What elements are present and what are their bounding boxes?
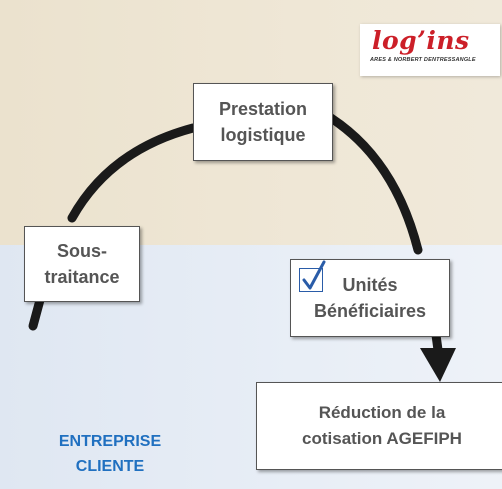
reduction-cotisation-box: Réduction de la cotisation AGEFIPH [256, 382, 502, 470]
reduction-line-1: Réduction de la [318, 403, 446, 422]
unites-line-2: Bénéficiaires [313, 301, 427, 321]
arc-right-segment [326, 113, 423, 255]
unites-line-1: Unités [342, 275, 398, 295]
prestation-line-2: logistique [220, 125, 306, 145]
company-logo: log’ins ARES & NORBERT DENTRESSANGLE [360, 24, 500, 76]
unites-beneficiaires-box: Unités Bénéficiaires [290, 259, 450, 337]
sous-traitance-line-1: Sous- [56, 241, 107, 261]
logo-brand: log’ins [372, 26, 470, 55]
sous-traitance-line-2: traitance [44, 267, 120, 287]
arc-left-segment [67, 123, 198, 223]
arrow-down-icon [420, 348, 456, 382]
prestation-line-1: Prestation [218, 99, 308, 119]
arc-connector-down [431, 330, 443, 355]
reduction-line-2: cotisation AGEFIPH [302, 429, 462, 448]
prestation-logistique-box: Prestation logistique [193, 83, 333, 161]
entreprise-line-1: ENTREPRISE [58, 433, 162, 450]
sous-traitance-box: Sous- traitance [24, 226, 140, 302]
unites-text: Unités Bénéficiaires [291, 272, 449, 324]
arc-left-tail [28, 295, 45, 331]
logo-tagline: ARES & NORBERT DENTRESSANGLE [370, 57, 476, 63]
entreprise-line-2: CLIENTE [75, 458, 145, 475]
checked-checkbox-icon [299, 260, 326, 292]
entreprise-cliente-label: ENTREPRISE CLIENTE [40, 429, 180, 479]
